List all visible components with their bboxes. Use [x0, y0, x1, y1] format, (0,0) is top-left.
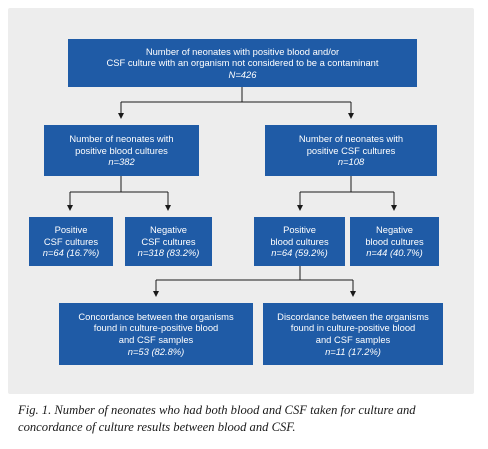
box-positive-blood-cultures: Number of neonates with positive blood c… — [44, 125, 199, 176]
box-csf-line1: Number of neonates with — [298, 133, 404, 145]
box-concordance: Concordance between the organisms found … — [59, 303, 253, 365]
box-concordance-line2: found in culture-positive blood — [93, 322, 219, 334]
box-root: Number of neonates with positive blood a… — [68, 39, 417, 87]
box-neg-csf: Negative CSF cultures n=318 (83.2%) — [125, 217, 212, 266]
box-pos-blood: Positive blood cultures n=64 (59.2%) — [254, 217, 345, 266]
box-root-count: N=426 — [228, 68, 257, 80]
box-concordance-line3: and CSF samples — [118, 334, 194, 345]
box-blood-count: n=382 — [108, 156, 135, 168]
box-neg-blood: Negative blood cultures n=44 (40.7%) — [350, 217, 439, 266]
box-root-line2: CSF culture with an organism not conside… — [106, 57, 379, 69]
box-pos-blood-line1: Positive — [283, 224, 316, 236]
box-discordance-line3: and CSF samples — [315, 334, 391, 345]
box-neg-blood-count: n=44 (40.7%) — [366, 247, 423, 259]
connector-blood — [70, 176, 168, 193]
box-concordance-count: n=53 (82.8%) — [127, 345, 185, 357]
figure-caption: Fig. 1. Number of neonates who had both … — [18, 402, 476, 436]
box-blood-line2: positive blood cultures — [75, 144, 168, 156]
connector-csf — [300, 176, 394, 193]
box-concordance-line1: Concordance between the organisms — [78, 310, 234, 322]
box-pos-csf: Positive CSF cultures n=64 (16.7%) — [29, 217, 113, 266]
box-blood-line1: Number of neonates with — [69, 133, 174, 145]
box-pos-csf-line1: Positive — [54, 224, 88, 236]
connector-pos-blood — [156, 266, 353, 281]
box-discordance: Discordance between the organisms found … — [263, 303, 443, 365]
box-discordance-count: n=11 (17.2%) — [325, 345, 381, 357]
box-positive-csf-cultures: Number of neonates with positive CSF cul… — [265, 125, 437, 176]
box-csf-count: n=108 — [337, 156, 365, 168]
box-neg-blood-line2: blood cultures — [365, 235, 424, 247]
box-csf-line2: positive CSF cultures — [306, 144, 396, 156]
box-neg-csf-line1: Negative — [149, 224, 187, 236]
caption-line1: Fig. 1. Number of neonates who had both … — [18, 403, 416, 417]
caption-line2: concordance of culture results between b… — [18, 420, 296, 434]
box-pos-blood-count: n=64 (59.2%) — [271, 247, 328, 259]
box-discordance-line1: Discordance between the organisms — [277, 310, 429, 322]
connector-root — [121, 87, 351, 103]
box-discordance-line2: found in culture-positive blood — [290, 322, 416, 334]
box-pos-csf-count: n=64 (16.7%) — [42, 247, 100, 259]
box-root-line1: Number of neonates with positive blood a… — [145, 45, 340, 57]
box-neg-csf-line2: CSF cultures — [141, 235, 196, 247]
box-pos-blood-line2: blood cultures — [270, 235, 329, 247]
box-neg-blood-line1: Negative — [375, 224, 413, 236]
box-pos-csf-line2: CSF cultures — [43, 235, 99, 247]
box-neg-csf-count: n=318 (83.2%) — [137, 247, 200, 259]
